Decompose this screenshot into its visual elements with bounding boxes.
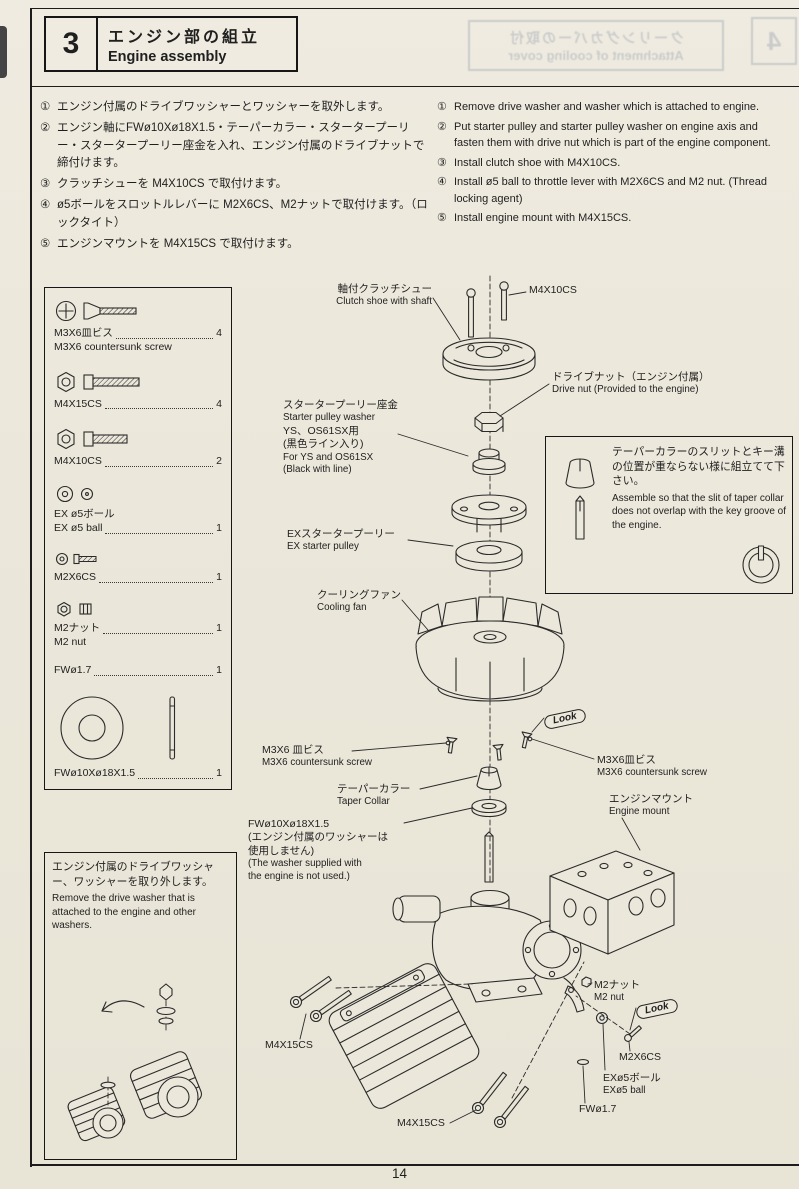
countersunk-screw-icon (55, 300, 137, 322)
label-m4x10cs: M4X10CS (529, 284, 577, 296)
remove-washer-box: エンジン付属のドライブワッシャー、ワッシャーを取り外します。 Remove th… (44, 852, 237, 1160)
clutch-shaft-screws (466, 281, 509, 338)
label-cooling-fan: クーリングファン Cooling fan (317, 589, 401, 614)
label-fw17: FWø1.7 (579, 1103, 617, 1115)
section-title-box: エンジン部の組立 Engine assembly (96, 16, 298, 72)
label-m4x15cs-bottom: M4X15CS (397, 1117, 445, 1129)
label-m4x15cs-left: M4X15CS (265, 1039, 313, 1051)
leader-lines (299, 291, 641, 1124)
bleed-step-number: 4 (751, 17, 797, 65)
shaft-cross-section-illustration (742, 545, 780, 584)
washer-fw10-part (471, 798, 507, 818)
frame-left-rule (30, 8, 32, 1167)
hex-cap-screw-icon (57, 428, 128, 450)
label-drive-nut: ドライブナット（エンジン付属） Drive nut (Provided to t… (552, 371, 710, 396)
bleed-title-box: クーリングカバーの取付 Attachment of cooling cover (468, 20, 724, 71)
label-taper-collar: テーパーカラー Taper Collar (337, 783, 411, 808)
section-title-jp: エンジン部の組立 (108, 29, 261, 46)
crankshaft (484, 831, 494, 883)
label-m3x6-right: M3X6皿ビス M3X6 countersunk screw (597, 754, 707, 779)
label-clutch-shoe: 軸付クラッチシュー Clutch shoe with shaft (336, 283, 432, 308)
fan-screws (446, 731, 533, 761)
remove-washer-illustration (67, 983, 202, 1142)
bleed-title-en: Attachment of cooling cover (508, 48, 684, 63)
ex-starter-pulley-part (451, 494, 527, 572)
page-number: 14 (391, 1166, 408, 1181)
bleed-title-jp: クーリングカバーの取付 (508, 30, 684, 46)
section-title-en: Engine assembly (108, 49, 227, 65)
large-washer-icon (60, 696, 176, 760)
label-engine-mount: エンジンマウント Engine mount (609, 793, 693, 818)
hex-cap-screw-icon (57, 371, 140, 392)
clutch-shoe (442, 337, 536, 381)
starter-pulley-washer-part (472, 448, 506, 476)
m4x15-screws-left (289, 975, 473, 1023)
taper-collar-note-illustration (565, 458, 595, 540)
label-ex-starter-pulley: EXスタータープーリー EX starter pulley (287, 528, 395, 553)
exploded-diagram (289, 275, 675, 1129)
label-fw10-washer: FWø10Xø18X1.5 (エンジン付属のワッシャーは 使用しません) (Th… (248, 818, 388, 882)
header-divider-rule (30, 86, 799, 88)
label-starter-pulley-washer: スタータープーリー座金 Starter pulley washer YS、OS6… (283, 399, 398, 476)
cooling-fan-part (415, 596, 565, 702)
taper-collar-note-box: テーパーカラーのスリットとキー溝の位置が重ならない様に組立てて下さい。 Asse… (545, 436, 793, 594)
step-number-box: 3 (44, 16, 98, 72)
taper-collar-note-text: テーパーカラーのスリットとキー溝の位置が重ならない様に組立てて下さい。 Asse… (612, 446, 786, 531)
step-number: 3 (62, 27, 80, 60)
label-m3x6-left: M3X6 皿ビス M3X6 countersunk screw (262, 744, 372, 769)
label-ex-ball: EXø5ボール EXø5 ball (603, 1072, 661, 1097)
label-m2-nut: M2ナット M2 nut (594, 979, 641, 1004)
label-m2x6cs: M2X6CS (619, 1051, 662, 1063)
remove-washer-text: エンジン付属のドライブワッシャー、ワッシャーを取り外します。 Remove th… (52, 861, 214, 932)
drive-nut (474, 411, 504, 433)
engine-mount-part (549, 850, 675, 955)
frame-bottom-rule (30, 1164, 799, 1166)
scan-artifact (0, 26, 7, 78)
throttle-linkage (564, 976, 642, 1065)
taper-collar-part (476, 766, 502, 791)
frame-top-rule (30, 8, 799, 10)
small-cap-screw-icon (55, 553, 97, 566)
engine-block (328, 889, 582, 1109)
ball-icon (56, 486, 94, 503)
nut-icon (57, 602, 92, 617)
